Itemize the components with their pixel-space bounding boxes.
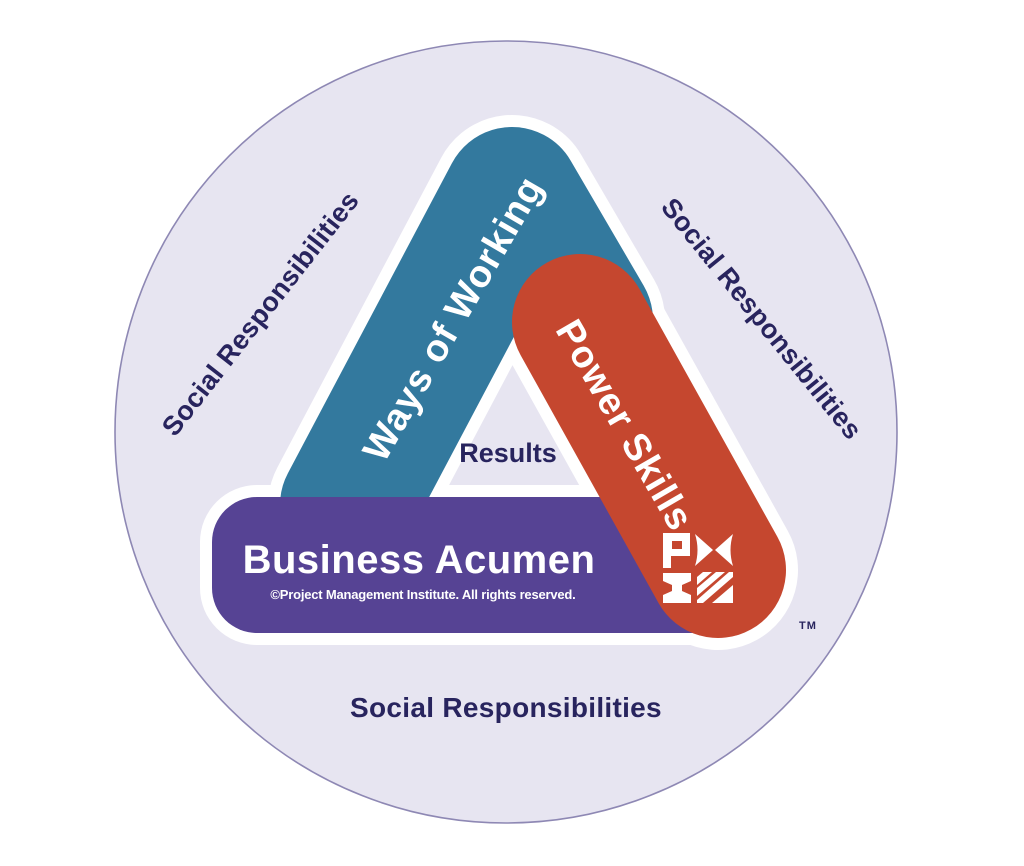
business-acumen-label: Business Acumen — [243, 538, 596, 582]
pmi-logo-m-right — [715, 534, 733, 566]
pmi-logo-striped-square — [697, 572, 733, 603]
pmi-logo-p — [663, 533, 690, 568]
results-label: Results — [459, 438, 557, 468]
social-responsibilities-bottom: Social Responsibilities — [350, 692, 662, 723]
pmi-logo-icon — [663, 533, 733, 603]
trademark-label: TM — [799, 620, 817, 632]
pmi-logo-i — [663, 573, 691, 603]
business-acumen-bar — [212, 497, 748, 633]
power-skills-bar — [512, 254, 786, 638]
copyright-text: ©Project Management Institute. All right… — [270, 587, 575, 602]
pmi-logo-m-left — [695, 534, 713, 566]
